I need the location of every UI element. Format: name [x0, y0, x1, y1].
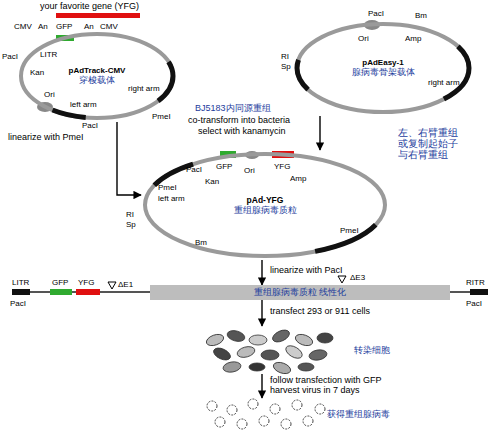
- label-text: linearize with PacI: [270, 265, 343, 275]
- linearized-plasmid: 重组腺病毒质粒 线性化: [150, 285, 450, 300]
- label-text: co-transform into bacteria: [188, 115, 290, 125]
- transfected-cells: [205, 328, 333, 376]
- label-text: GFP: [216, 162, 232, 171]
- label-text: GFP: [52, 278, 68, 287]
- label-text: GFP: [56, 22, 72, 31]
- cell-group: 转染细胞: [200, 326, 390, 374]
- node-text: 转染细胞: [354, 345, 390, 356]
- node-text: 重组腺病毒质粒: [234, 205, 297, 216]
- process-arrow: [261, 300, 262, 326]
- label-text: linearize with PmeI: [8, 132, 84, 142]
- label-text: RI: [281, 52, 289, 61]
- arm-segment: [21, 34, 173, 118]
- process-arrow: [117, 122, 141, 195]
- node-text: 获得重组腺病毒: [327, 409, 390, 420]
- label-text: CMV: [100, 22, 118, 31]
- label-text: BJ5183内同源重组: [195, 103, 271, 113]
- label-text: transfect 293 or 911 cells: [270, 306, 370, 316]
- node-text: 腺病毒骨架载体: [352, 67, 415, 78]
- label-text: left arm: [70, 100, 97, 109]
- label-text: harvest virus in 7 days: [270, 385, 360, 395]
- label-text: PacI: [466, 299, 482, 308]
- label-text: select with kanamycin: [198, 126, 286, 136]
- label-text: RI: [126, 210, 134, 219]
- label-text: Amp: [290, 174, 306, 183]
- arm-segment: [145, 154, 385, 256]
- label-text: left arm: [158, 194, 185, 203]
- label-text: YFG: [78, 278, 94, 287]
- gfp-segment: [50, 289, 72, 295]
- label-text: PacI: [82, 121, 98, 130]
- deletion-triangle: [338, 276, 346, 283]
- label-text: PacI: [10, 299, 26, 308]
- plasmid-ring: [21, 34, 173, 118]
- label-text: Ori: [358, 34, 369, 43]
- label-text: YFG: [274, 162, 290, 171]
- arm-segment: [21, 34, 173, 118]
- label-text: RITR: [466, 278, 485, 287]
- label-text: An: [38, 22, 48, 31]
- deletion-triangle: [108, 282, 116, 289]
- arm-segment: [145, 154, 385, 256]
- virus-group: 获得重组腺病毒: [200, 398, 390, 430]
- label-text: LITR: [40, 50, 57, 59]
- label-text: follow transfection with GFP: [270, 375, 382, 385]
- plasmid-ring: [297, 24, 469, 112]
- arm-segment: [297, 24, 469, 112]
- process-arrow: [261, 374, 262, 398]
- label-text: LITR: [12, 278, 29, 287]
- arm-segment: [21, 34, 173, 118]
- node-text: pAdTrack-CMV: [69, 66, 126, 76]
- process-arrow: [261, 260, 262, 285]
- label-text: PacI: [368, 9, 384, 18]
- label-text: right arm: [128, 84, 160, 93]
- label-text: Ori: [244, 166, 255, 175]
- label-text: Ori: [44, 90, 55, 99]
- arm-segment: [297, 24, 469, 112]
- label-text: An: [84, 22, 94, 31]
- node-text: pAd-YFG: [247, 195, 284, 205]
- arm-segment: [297, 24, 469, 112]
- process-arrow: [319, 116, 320, 150]
- backbone-plasmid: pAdEasy-1腺病毒骨架载体: [293, 20, 473, 116]
- plasmid-ring: [145, 154, 385, 256]
- label-text: PacI: [2, 52, 18, 61]
- label-text: Sp: [126, 220, 136, 229]
- yfg-bar: [56, 13, 140, 18]
- label-text: Kan: [205, 177, 219, 186]
- label-text: your favorite gene (YFG): [40, 1, 139, 11]
- label-text: Bm: [415, 11, 427, 20]
- node-text: pAdEasy-1: [362, 58, 403, 68]
- litr-segment: [12, 289, 30, 295]
- label-text: 左、右臂重组 或复制起始子 与右臂重组: [398, 128, 464, 161]
- node-text: 重组腺病毒质粒 线性化: [254, 287, 346, 297]
- label-text: Bm: [195, 238, 207, 247]
- virus-particles: [207, 399, 325, 429]
- label-text: ΔE1: [118, 280, 133, 289]
- label-text: PacI: [186, 165, 202, 174]
- label-text: PmeI: [152, 112, 171, 121]
- label-text: Sp: [281, 62, 291, 71]
- label-text: Amp: [405, 34, 421, 43]
- label-text: PmeI: [158, 183, 177, 192]
- label-text: right arm: [428, 78, 460, 87]
- label-text: Kan: [30, 68, 44, 77]
- recombinant-plasmid: pAd-YFG重组腺病毒质粒: [141, 150, 389, 260]
- label-text: CMV: [14, 22, 32, 31]
- label-text: ΔE3: [350, 273, 365, 282]
- label-text: PmeI: [340, 226, 359, 235]
- yfg-segment: [76, 289, 100, 295]
- ritr-segment: [470, 289, 488, 295]
- node-text: 穿梭载体: [79, 75, 115, 86]
